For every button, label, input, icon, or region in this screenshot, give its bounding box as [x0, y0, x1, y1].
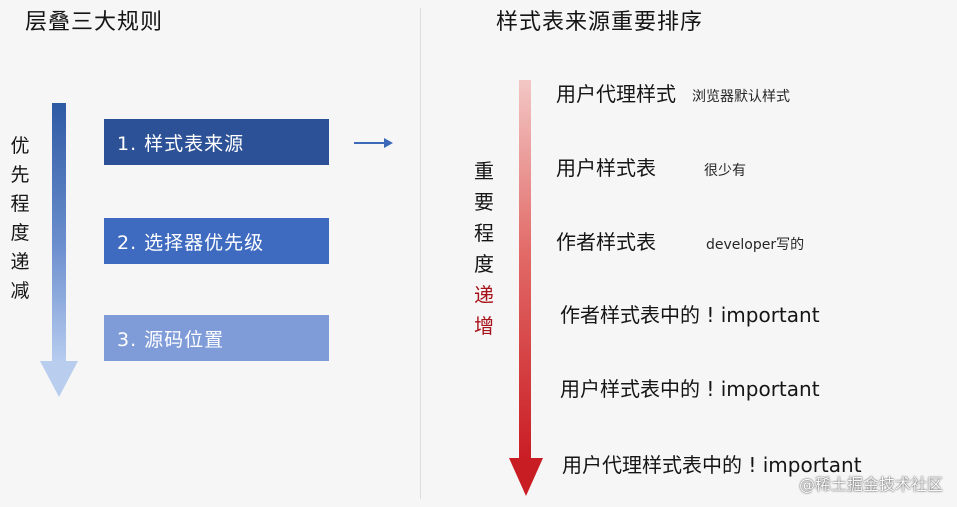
source-author: 作者样式表 developer写的	[556, 226, 804, 255]
importance-increase-label: 重 要 程 度 递 增	[472, 156, 496, 342]
arrow-down-icon	[40, 361, 78, 397]
arrow-right-icon	[354, 138, 393, 148]
left-panel: 层叠三大规则 优先程度递减 1. 样式表来源 2. 选择器优先级 3. 源码位置	[0, 0, 420, 507]
right-title: 样式表来源重要排序	[496, 10, 704, 35]
source-user: 用户样式表 很少有	[556, 152, 746, 181]
source-author-important: 作者样式表中的 ! important	[560, 299, 820, 328]
priority-decrease-arrow-shaft	[52, 103, 66, 363]
label-char: 程	[474, 221, 494, 245]
source-note: 浏览器默认样式	[692, 89, 790, 105]
label-char: 度	[474, 252, 494, 276]
watermark: @稀土掘金技术社区	[798, 475, 943, 494]
rule-selector-specificity: 2. 选择器优先级	[104, 218, 329, 264]
left-title: 层叠三大规则	[25, 10, 164, 35]
source-label: 作者样式表中的 ! important	[560, 303, 820, 327]
priority-decrease-label: 优先程度递减	[10, 135, 30, 302]
label-char: 重	[474, 159, 494, 183]
source-user-agent: 用户代理样式 浏览器默认样式	[556, 78, 790, 107]
source-label: 用户代理样式	[556, 82, 676, 106]
source-label: 用户样式表	[556, 156, 656, 180]
right-panel: 样式表来源重要排序 重 要 程 度 递 增 用户代理样式 浏览器默认样式 用户样…	[422, 0, 957, 507]
source-note: 很少有	[704, 163, 746, 179]
label-char-accent: 增	[474, 314, 494, 338]
arrow-down-icon	[509, 458, 543, 496]
label-char: 要	[474, 190, 494, 214]
source-user-important: 用户样式表中的 ! important	[560, 373, 820, 402]
source-note: developer写的	[706, 237, 805, 253]
rule-source-order: 3. 源码位置	[104, 315, 329, 361]
panel-divider	[420, 8, 421, 499]
importance-increase-arrow-shaft	[519, 80, 531, 460]
label-char-accent: 递	[474, 283, 494, 307]
source-label: 用户样式表中的 ! important	[560, 377, 820, 401]
source-label: 作者样式表	[556, 230, 656, 254]
source-user-agent-important: 用户代理样式表中的 ! important	[562, 449, 862, 478]
source-label: 用户代理样式表中的 ! important	[562, 453, 862, 477]
rule-stylesheet-origin: 1. 样式表来源	[104, 119, 329, 165]
